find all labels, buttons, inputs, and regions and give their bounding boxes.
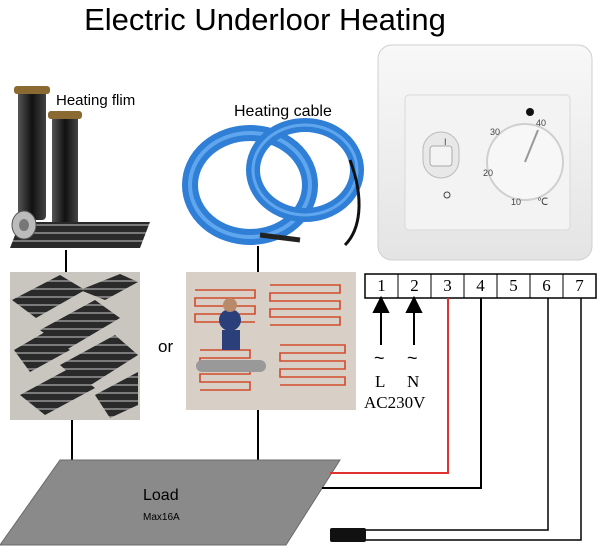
dial-mark-20: 20	[483, 168, 494, 178]
load-label: Load	[143, 487, 179, 504]
terminal-3: 3	[443, 276, 452, 295]
or-label: or	[158, 337, 174, 356]
dial-mark-30: 30	[490, 127, 501, 137]
heating-cable-image	[182, 118, 364, 247]
switch-on-mark: I	[444, 137, 447, 147]
heating-film-label: Heating flim	[56, 92, 136, 109]
heating-cable-label: Heating cable	[234, 103, 332, 120]
terminal-block	[364, 273, 597, 299]
heating-film-image	[10, 86, 150, 248]
ac-symbol-n: ~	[407, 348, 418, 368]
load-rating-label: Max16A	[143, 512, 180, 523]
film-floor-photo	[10, 272, 140, 420]
terminal-2: 2	[410, 276, 419, 295]
neutral-label: N	[407, 372, 420, 391]
load-plate	[0, 459, 341, 546]
cable-floor-photo	[186, 272, 356, 410]
sensor-wire-terminal-6	[365, 298, 549, 531]
terminal-1: 1	[377, 276, 386, 295]
supply-arrows	[372, 295, 423, 345]
wire-terminal-4	[322, 298, 482, 489]
supply-voltage-label: AC230V	[364, 393, 426, 412]
dial-mark-10: 10	[511, 197, 522, 207]
thermostat-device	[377, 44, 593, 261]
ac-symbol-l: ~	[374, 348, 385, 368]
floor-sensor-probe	[330, 528, 366, 542]
sensor-wire-terminal-7	[365, 298, 582, 541]
terminal-6: 6	[542, 276, 551, 295]
terminal-7: 7	[575, 276, 584, 295]
terminal-5: 5	[509, 276, 518, 295]
diagram-title: Electric Underloor Heating	[84, 2, 446, 37]
dial-unit: ℃	[537, 197, 549, 208]
dial-mark-40: 40	[536, 118, 547, 128]
live-label: L	[375, 372, 386, 391]
terminal-4: 4	[476, 276, 485, 295]
red-wire-terminal-3	[330, 298, 449, 474]
